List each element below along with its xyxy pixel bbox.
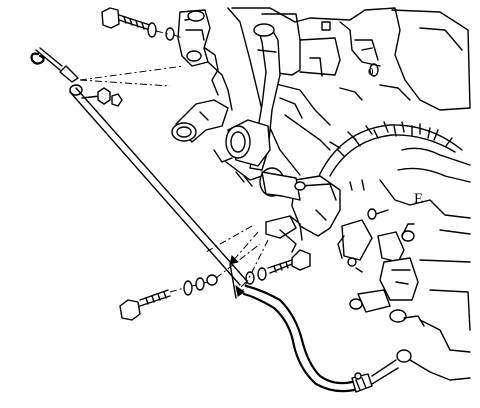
upper-bolt (101, 7, 183, 41)
starter-bracket (259, 167, 341, 253)
middle-bolt (235, 249, 311, 293)
water-outlet-elbow (171, 99, 229, 143)
thermostat-housing (177, 9, 233, 111)
engine-block (227, 7, 471, 176)
lower-right-bracket (337, 208, 425, 327)
lower-tube (242, 284, 412, 393)
circle-mark-label: 0 (368, 66, 374, 78)
lower-bolt-set (119, 243, 261, 321)
dipstick-nuts (97, 87, 123, 107)
hose-coupler (213, 119, 271, 187)
bell-housing (317, 121, 471, 381)
dipstick-tube (30, 47, 247, 286)
assembly-leader-lines (205, 225, 269, 299)
part-letter-label: E (414, 191, 423, 207)
